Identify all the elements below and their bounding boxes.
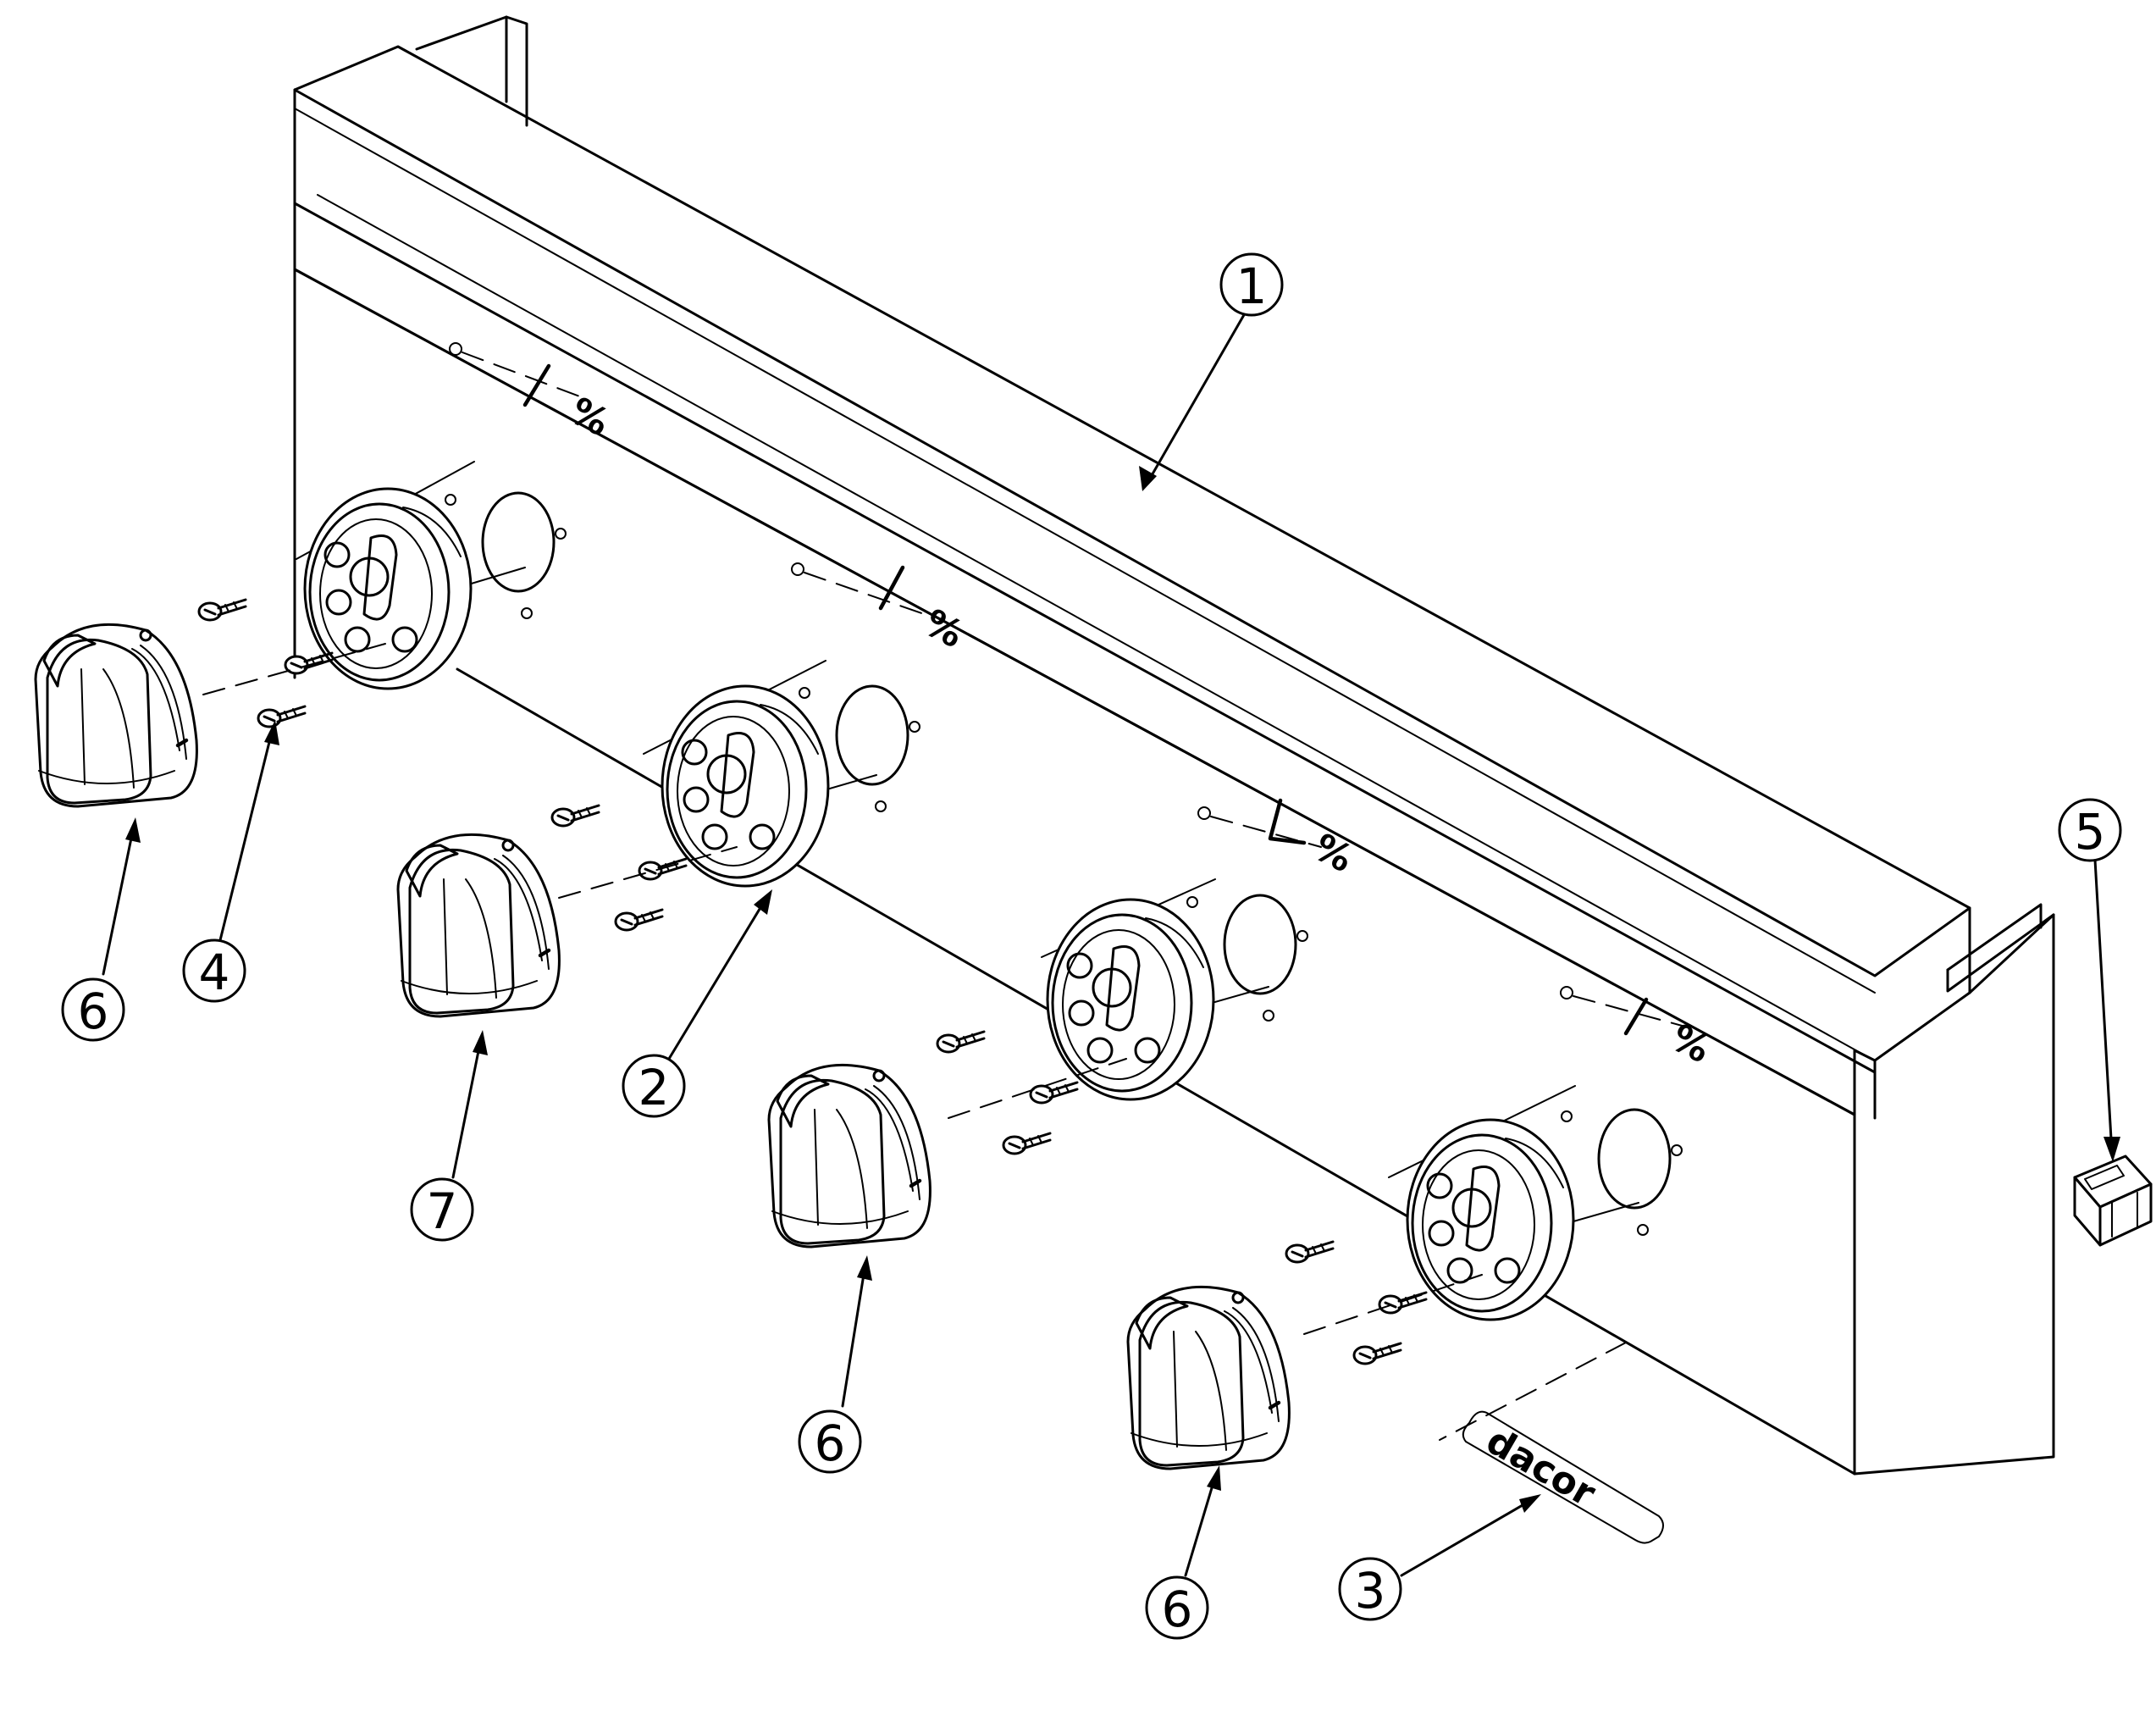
callout-7: 7 — [410, 1177, 474, 1242]
callout-3-label: 3 — [1355, 1562, 1386, 1620]
burner-control-set-3 — [769, 878, 1309, 1247]
control-knob-4 — [1128, 1287, 1289, 1469]
percent-mark-3: % — [1197, 798, 1360, 882]
callout-5: 5 — [2058, 798, 2122, 862]
callout-5-label: 5 — [2075, 803, 2106, 861]
percent-mark-2: % — [791, 562, 970, 656]
screw-4a — [1285, 1240, 1335, 1264]
panel-end-flange-b — [1946, 903, 2043, 972]
clip-part-5 — [2073, 1154, 2153, 1247]
leader-lines — [102, 312, 2120, 1577]
screw-3a — [936, 1030, 986, 1054]
screw-1a — [197, 598, 247, 622]
knob-bezel-3 — [1046, 898, 1215, 1101]
panel-end-top — [1968, 913, 2055, 994]
callout-1: 1 — [1219, 252, 1284, 317]
callout-3: 3 — [1338, 1557, 1402, 1621]
burner-control-set-4 — [1128, 1085, 1683, 1469]
logo-text: dacor — [1479, 1419, 1603, 1515]
control-knob-1 — [36, 624, 196, 806]
percent-label-4: % — [1664, 1016, 1717, 1072]
control-knob-3 — [769, 1065, 930, 1247]
screw-3b — [1029, 1081, 1079, 1105]
control-knob-2 — [398, 834, 559, 1016]
control-panel — [293, 15, 2055, 1476]
callout-1-label: 1 — [1236, 257, 1268, 315]
panel-hole-4 — [1560, 1108, 1683, 1237]
panel-end-flange — [1946, 913, 2055, 993]
panel-top-edge-inner — [294, 108, 1876, 994]
screw-2a — [550, 804, 600, 828]
percent-label-3: % — [1307, 826, 1360, 882]
screw-1b — [284, 651, 334, 675]
panel-face-top — [293, 268, 1856, 1116]
panel-right-side — [1853, 913, 2055, 1476]
callout-4-label: 4 — [199, 944, 230, 1001]
burner-control-set-1 — [36, 461, 567, 806]
knob-bezel-2 — [661, 684, 830, 888]
percent-mark-1: % — [449, 342, 616, 446]
callout-7-label: 7 — [427, 1182, 458, 1240]
rear-bracket — [415, 15, 528, 127]
percent-label-1: % — [563, 390, 616, 446]
callout-6a-label: 6 — [78, 983, 109, 1040]
callout-4: 4 — [182, 939, 246, 1003]
callout-6c: 6 — [1145, 1575, 1209, 1640]
callout-2: 2 — [622, 1054, 686, 1118]
screw-1c — [257, 705, 307, 728]
callout-6b-label: 6 — [815, 1415, 846, 1472]
knob-bezel-1 — [303, 487, 473, 690]
percent-mark-4: % — [1560, 986, 1717, 1072]
panel-lip-line-inner — [317, 194, 1869, 1058]
panel-top-edge — [293, 88, 1971, 977]
screw-4c — [1352, 1342, 1402, 1365]
screw-3c — [1002, 1132, 1052, 1155]
callout-6b: 6 — [798, 1409, 862, 1474]
callout-6c-label: 6 — [1162, 1581, 1193, 1638]
knob-bezel-4 — [1406, 1118, 1575, 1321]
screw-2c — [614, 908, 664, 932]
burner-control-set-2 — [398, 660, 921, 1016]
panel-lip-line — [293, 202, 1877, 1074]
dacor-logo-badge: dacor — [1439, 1342, 1664, 1544]
callout-2-label: 2 — [639, 1059, 670, 1116]
callout-6a: 6 — [61, 977, 125, 1042]
